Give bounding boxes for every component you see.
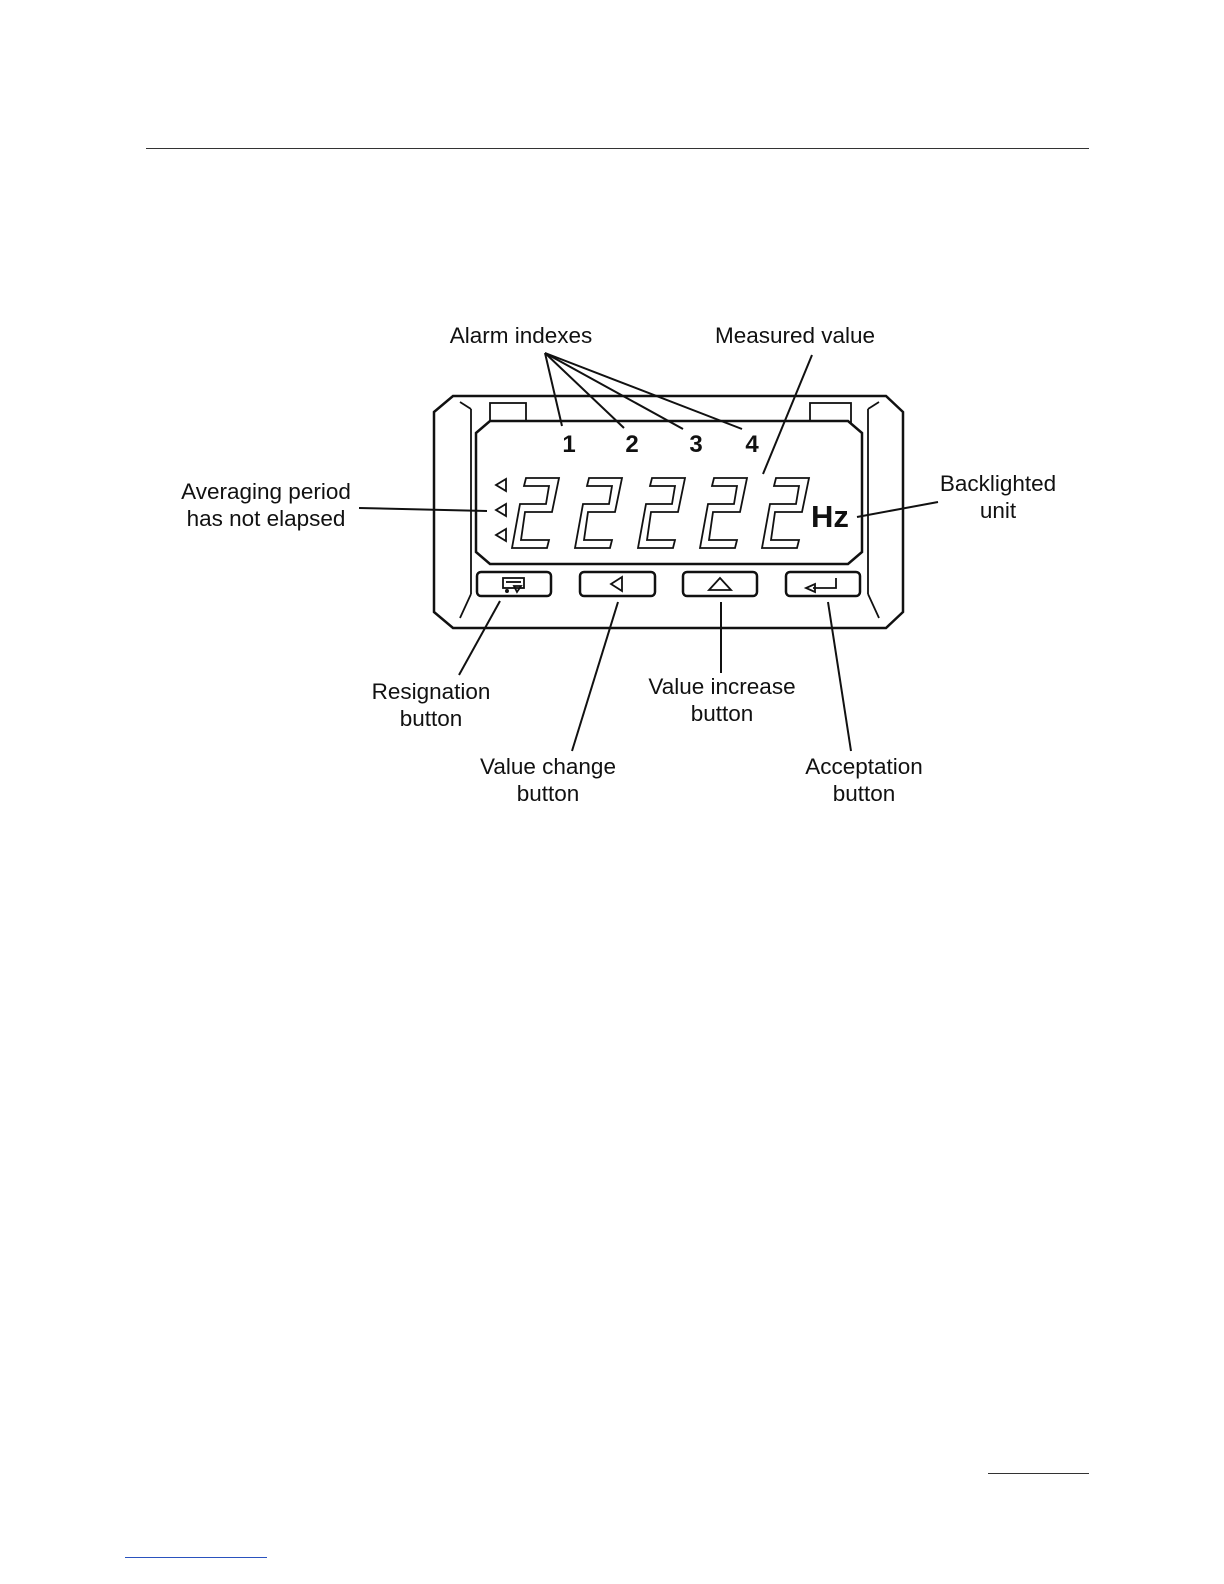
- label-value-change-button-line2: button: [517, 781, 580, 806]
- label-value-increase-button-line1: Value increase: [648, 674, 795, 699]
- alarm-index-1: 1: [562, 431, 575, 458]
- acceptation-button[interactable]: [786, 572, 860, 596]
- display-window: [476, 421, 862, 564]
- label-resignation-button-line1: Resignation: [372, 679, 491, 704]
- unit-hz: Hz: [811, 499, 849, 534]
- label-backlighted-unit-line1: Backlighted: [940, 471, 1056, 496]
- alarm-index-4: 4: [745, 431, 759, 458]
- label-averaging-period-line1: Averaging period: [181, 479, 351, 504]
- alarm-index-2: 2: [625, 431, 638, 458]
- value-increase-button[interactable]: [683, 572, 757, 596]
- label-measured-value: Measured value: [715, 323, 875, 348]
- value-change-button[interactable]: [580, 572, 655, 596]
- label-alarm-indexes: Alarm indexes: [450, 323, 593, 348]
- label-resignation-button-line2: button: [400, 706, 463, 731]
- resignation-button[interactable]: [477, 572, 551, 596]
- label-backlighted-unit-line2: unit: [980, 498, 1017, 523]
- label-averaging-period-line2: has not elapsed: [187, 506, 346, 531]
- label-value-increase-button-line2: button: [691, 701, 754, 726]
- label-value-change-button-line1: Value change: [480, 754, 616, 779]
- alarm-index-3: 3: [689, 431, 702, 458]
- label-acceptation-button-line1: Acceptation: [805, 754, 923, 779]
- label-acceptation-button-line2: button: [833, 781, 896, 806]
